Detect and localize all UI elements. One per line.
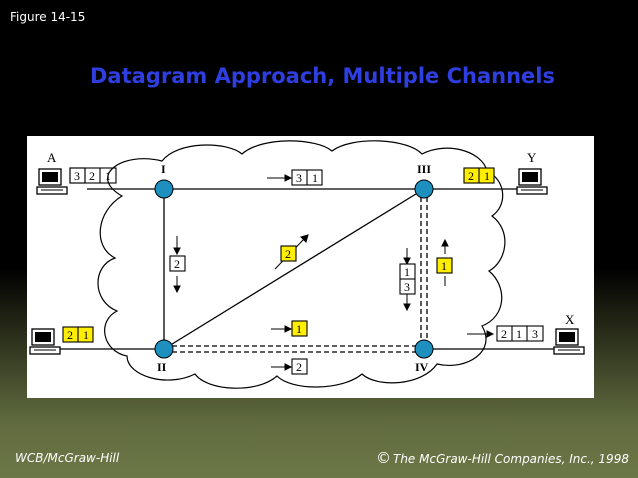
arrow-head-IV-X: [486, 330, 495, 338]
packet-group-at-Y: 2 1: [463, 167, 495, 184]
diagram-svg: I III II IV A Y X: [29, 140, 585, 389]
packet-group-IV-III-up: 1: [436, 257, 453, 274]
packet-group-left-host: 2 1: [62, 326, 94, 343]
link-II-III: [163, 188, 425, 350]
router-node-III: [414, 179, 434, 199]
packet-group-IV-III-down: 1 3: [399, 263, 416, 295]
packet-group-I-II: 2: [169, 255, 186, 272]
computer-icon-X: [553, 328, 585, 355]
packet-II-IV-top-0: 1: [296, 322, 302, 336]
copyright-text: The McGraw-Hill Companies, Inc., 1998: [393, 452, 629, 466]
router-node-IV: [414, 339, 434, 359]
arrow-head-I-II-upper: [173, 247, 181, 256]
router-node-I: [154, 179, 174, 199]
packet-group-at-X: 2 1 3: [496, 325, 544, 342]
packet-A-2: 1: [105, 169, 111, 183]
packet-Y-1: 1: [484, 169, 490, 183]
packet-left-0: 2: [67, 328, 73, 342]
packet-group-II-IV-top: 1: [291, 320, 308, 337]
host-label-X: X: [565, 312, 575, 327]
network-diagram: I III II IV A Y X: [27, 136, 594, 398]
packet-I-III-0: 3: [296, 171, 302, 185]
packet-IV-III-down-0: 1: [404, 265, 410, 279]
packet-left-1: 1: [83, 328, 89, 342]
packet-X-0: 2: [501, 327, 507, 341]
arrow-head-II-III: [300, 234, 309, 243]
copyright-symbol: ©: [376, 449, 391, 467]
node-label-IV: IV: [415, 360, 429, 374]
node-label-II: II: [157, 360, 167, 374]
arrow-head-II-IV-top: [284, 325, 293, 333]
computer-icon-A: [36, 168, 68, 195]
packet-Y-0: 2: [468, 169, 474, 183]
packet-A-1: 2: [89, 169, 95, 183]
host-label-Y: Y: [527, 150, 537, 165]
node-label-III: III: [417, 162, 431, 176]
footer-copyright: ©The McGraw-Hill Companies, Inc., 1998: [376, 449, 629, 467]
node-label-I: I: [161, 162, 166, 176]
arrow-head-IV-III-up-upper: [441, 238, 449, 247]
slide-title: Datagram Approach, Multiple Channels: [90, 64, 555, 88]
packet-II-IV-bottom-0: 2: [296, 360, 302, 374]
packet-group-II-III: 2: [280, 245, 297, 262]
arrow-head-IV-III-down-lower: [403, 303, 411, 312]
packet-I-II-0: 2: [174, 257, 180, 271]
arrow-head-I-II-lower: [173, 285, 181, 294]
packet-X-2: 3: [532, 327, 538, 341]
arrow-head-IV-III-down-upper: [403, 257, 411, 266]
packet-I-III-1: 1: [312, 171, 318, 185]
computer-icon-left: [29, 328, 61, 355]
router-node-II: [154, 339, 174, 359]
packet-IV-III-up-0: 1: [441, 259, 447, 273]
host-label-A: A: [47, 150, 57, 165]
packet-group-I-III: 3 1: [291, 169, 323, 186]
arrow-head-II-IV-bottom: [284, 363, 293, 371]
footer-publisher: WCB/McGraw-Hill: [15, 451, 120, 465]
packet-IV-III-down-1: 3: [404, 280, 410, 294]
packet-A-0: 3: [74, 169, 80, 183]
figure-label: Figure 14-15: [10, 10, 86, 24]
computer-icon-Y: [516, 168, 548, 195]
packet-X-1: 1: [516, 327, 522, 341]
arrow-head-I-III: [284, 174, 293, 182]
packet-group-II-IV-bottom: 2: [291, 358, 308, 375]
packet-group-at-A: 3 2 1: [69, 167, 117, 184]
packet-II-III-0: 2: [285, 247, 291, 261]
